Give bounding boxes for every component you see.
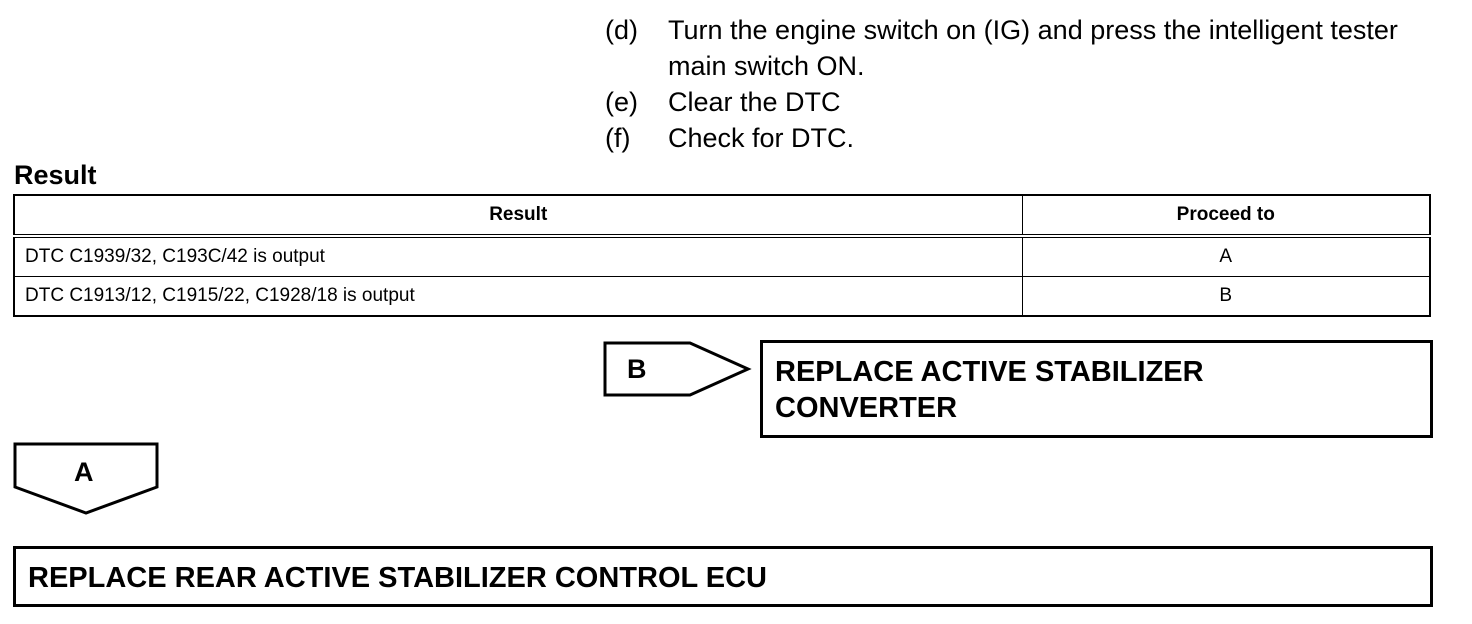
- result-table: Result Proceed to DTC C1939/32, C193C/42…: [13, 194, 1431, 317]
- result-cell: DTC C1939/32, C193C/42 is output: [13, 235, 1023, 277]
- replace-ecu-box: REPLACE REAR ACTIVE STABILIZER CONTROL E…: [13, 546, 1433, 607]
- b-arrow-icon: [603, 341, 752, 397]
- step-text: Turn the engine switch on (IG) and press…: [668, 15, 1398, 81]
- table-row: DTC C1939/32, C193C/42 is output A: [13, 235, 1431, 277]
- action-text-line: CONVERTER: [775, 392, 958, 424]
- step-item: (f) Check for DTC.: [605, 120, 1445, 156]
- table-row: DTC C1913/12, C1915/22, C1928/18 is outp…: [13, 276, 1431, 317]
- procedure-steps: (d) Turn the engine switch on (IG) and p…: [605, 12, 1445, 156]
- step-text: Clear the DTC: [668, 87, 841, 117]
- step-label: (d): [605, 15, 638, 45]
- result-cell: DTC C1913/12, C1915/22, C1928/18 is outp…: [13, 276, 1023, 317]
- result-heading: Result: [14, 160, 97, 190]
- proceed-cell: B: [1021, 276, 1431, 317]
- column-header-result: Result: [13, 194, 1023, 238]
- column-header-proceed: Proceed to: [1021, 194, 1431, 238]
- action-text-line: REPLACE ACTIVE STABILIZER: [775, 356, 1204, 388]
- step-label: (e): [605, 87, 638, 117]
- table-header-row: Result Proceed to: [13, 194, 1431, 238]
- proceed-cell: A: [1021, 235, 1431, 277]
- a-arrow-label: A: [74, 457, 94, 487]
- a-arrow-icon: [13, 442, 159, 515]
- step-text: Check for DTC.: [668, 123, 855, 153]
- step-item: (d) Turn the engine switch on (IG) and p…: [605, 12, 1445, 84]
- b-arrow-label: B: [627, 354, 647, 384]
- replace-converter-box: REPLACE ACTIVE STABILIZER CONVERTER: [760, 340, 1433, 438]
- step-label: (f): [605, 123, 631, 153]
- step-item: (e) Clear the DTC: [605, 84, 1445, 120]
